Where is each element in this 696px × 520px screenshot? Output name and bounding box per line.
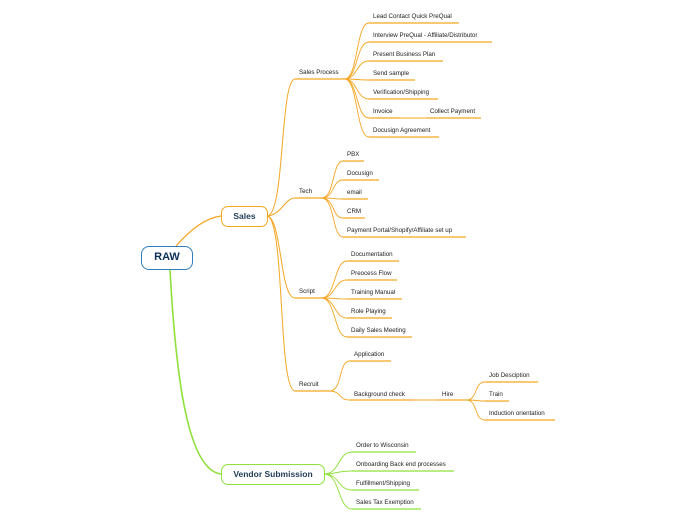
root-node[interactable]: RAW	[141, 246, 193, 270]
tech-item[interactable]: Payment Portal/Shopify/Affiliate set up	[347, 227, 453, 234]
script-item[interactable]: Role Playing	[351, 308, 386, 315]
sales-process-node[interactable]: Sales Process	[299, 69, 339, 76]
hire-item[interactable]: Job Desciption	[489, 372, 530, 379]
process-item[interactable]: Docusign Agreement	[373, 127, 431, 134]
hire-node[interactable]: Hire	[442, 391, 454, 398]
script-item[interactable]: Documentation	[351, 251, 393, 258]
process-item[interactable]: Interview PreQual - Affiliate/Distributo…	[373, 32, 478, 39]
process-item[interactable]: Verification/Shipping	[373, 89, 430, 96]
tech-item[interactable]: Docusign	[347, 170, 373, 177]
tech-item[interactable]: PBX	[347, 151, 360, 158]
vendor-item[interactable]: Fulfillment/Shipping	[356, 480, 410, 487]
process-item[interactable]: Send sample	[373, 70, 410, 77]
script-item[interactable]: Daily Sales Meeting	[351, 327, 406, 334]
script-node[interactable]: Script	[299, 288, 315, 295]
tech-item[interactable]: CRM	[347, 208, 362, 215]
vendor-item[interactable]: Order to Wisconsin	[356, 442, 409, 449]
vendor-item[interactable]: Onboarding Back end processes	[356, 461, 446, 468]
tech-item[interactable]: email	[347, 189, 362, 196]
vendor-submission-node[interactable]: Vendor Submission	[221, 464, 325, 485]
recruit-item[interactable]: Application	[354, 351, 385, 358]
process-item[interactable]: Present Business Plan	[373, 51, 436, 58]
vendor-item[interactable]: Sales Tax Exemption	[356, 499, 414, 506]
sales-node[interactable]: Sales	[221, 206, 268, 227]
tech-node[interactable]: Tech	[299, 188, 313, 195]
recruit-node[interactable]: Recruit	[299, 381, 319, 388]
script-item[interactable]: Preocess Flow	[351, 270, 392, 277]
hire-item[interactable]: Train	[489, 391, 503, 398]
hire-item[interactable]: Induction orientation	[489, 410, 545, 417]
process-item[interactable]: Invoice	[373, 108, 393, 115]
process-item[interactable]: Lead Contact Quick PreQual	[373, 13, 452, 20]
recruit-item[interactable]: Background check	[354, 391, 405, 398]
script-item[interactable]: Training Manual	[351, 289, 396, 296]
collect-payment-node[interactable]: Collect Payment	[430, 108, 476, 115]
